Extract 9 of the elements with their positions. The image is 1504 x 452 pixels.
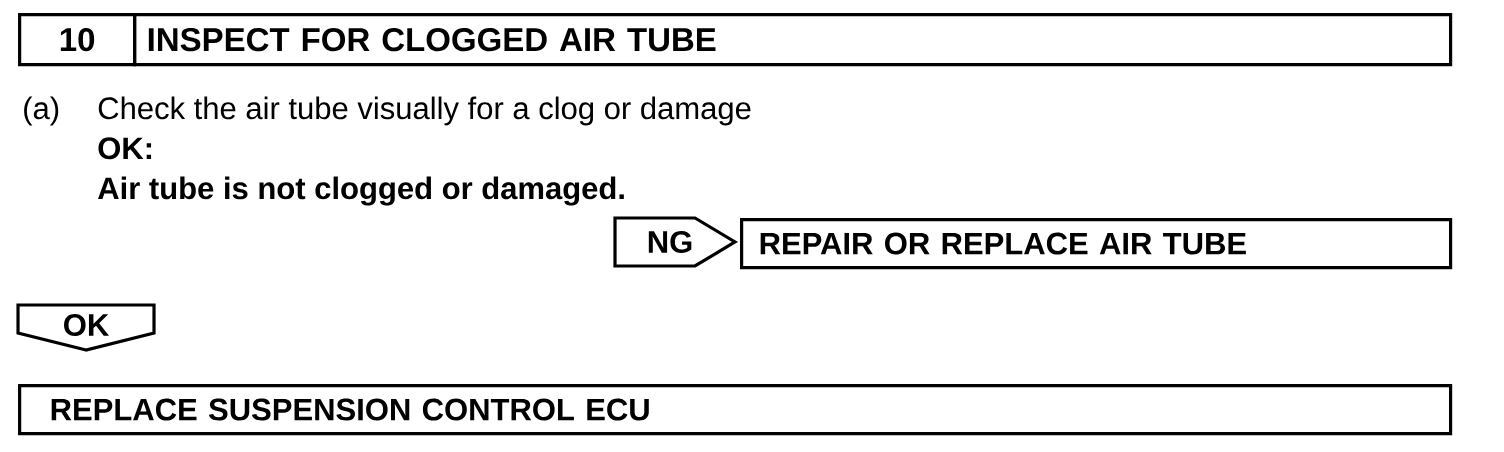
action-box: REPAIR OR REPLACE AIR TUBE (740, 218, 1453, 270)
step-title-box: INSPECT FOR CLOGGED AIR TUBE (133, 13, 1453, 67)
list-marker: (a) (24, 96, 59, 126)
instruction-text: Check the air tube visually for a clog or damage (98, 96, 751, 126)
step-number-box: 10 (18, 13, 137, 67)
criteria-text: Air tube is not clogged or damaged. (98, 176, 624, 206)
arrow-tag: OK (16, 303, 156, 352)
criteria-heading: OK: (98, 137, 152, 160)
action-box: REPLACE SUSPENSION CONTROL ECU (18, 384, 1453, 436)
